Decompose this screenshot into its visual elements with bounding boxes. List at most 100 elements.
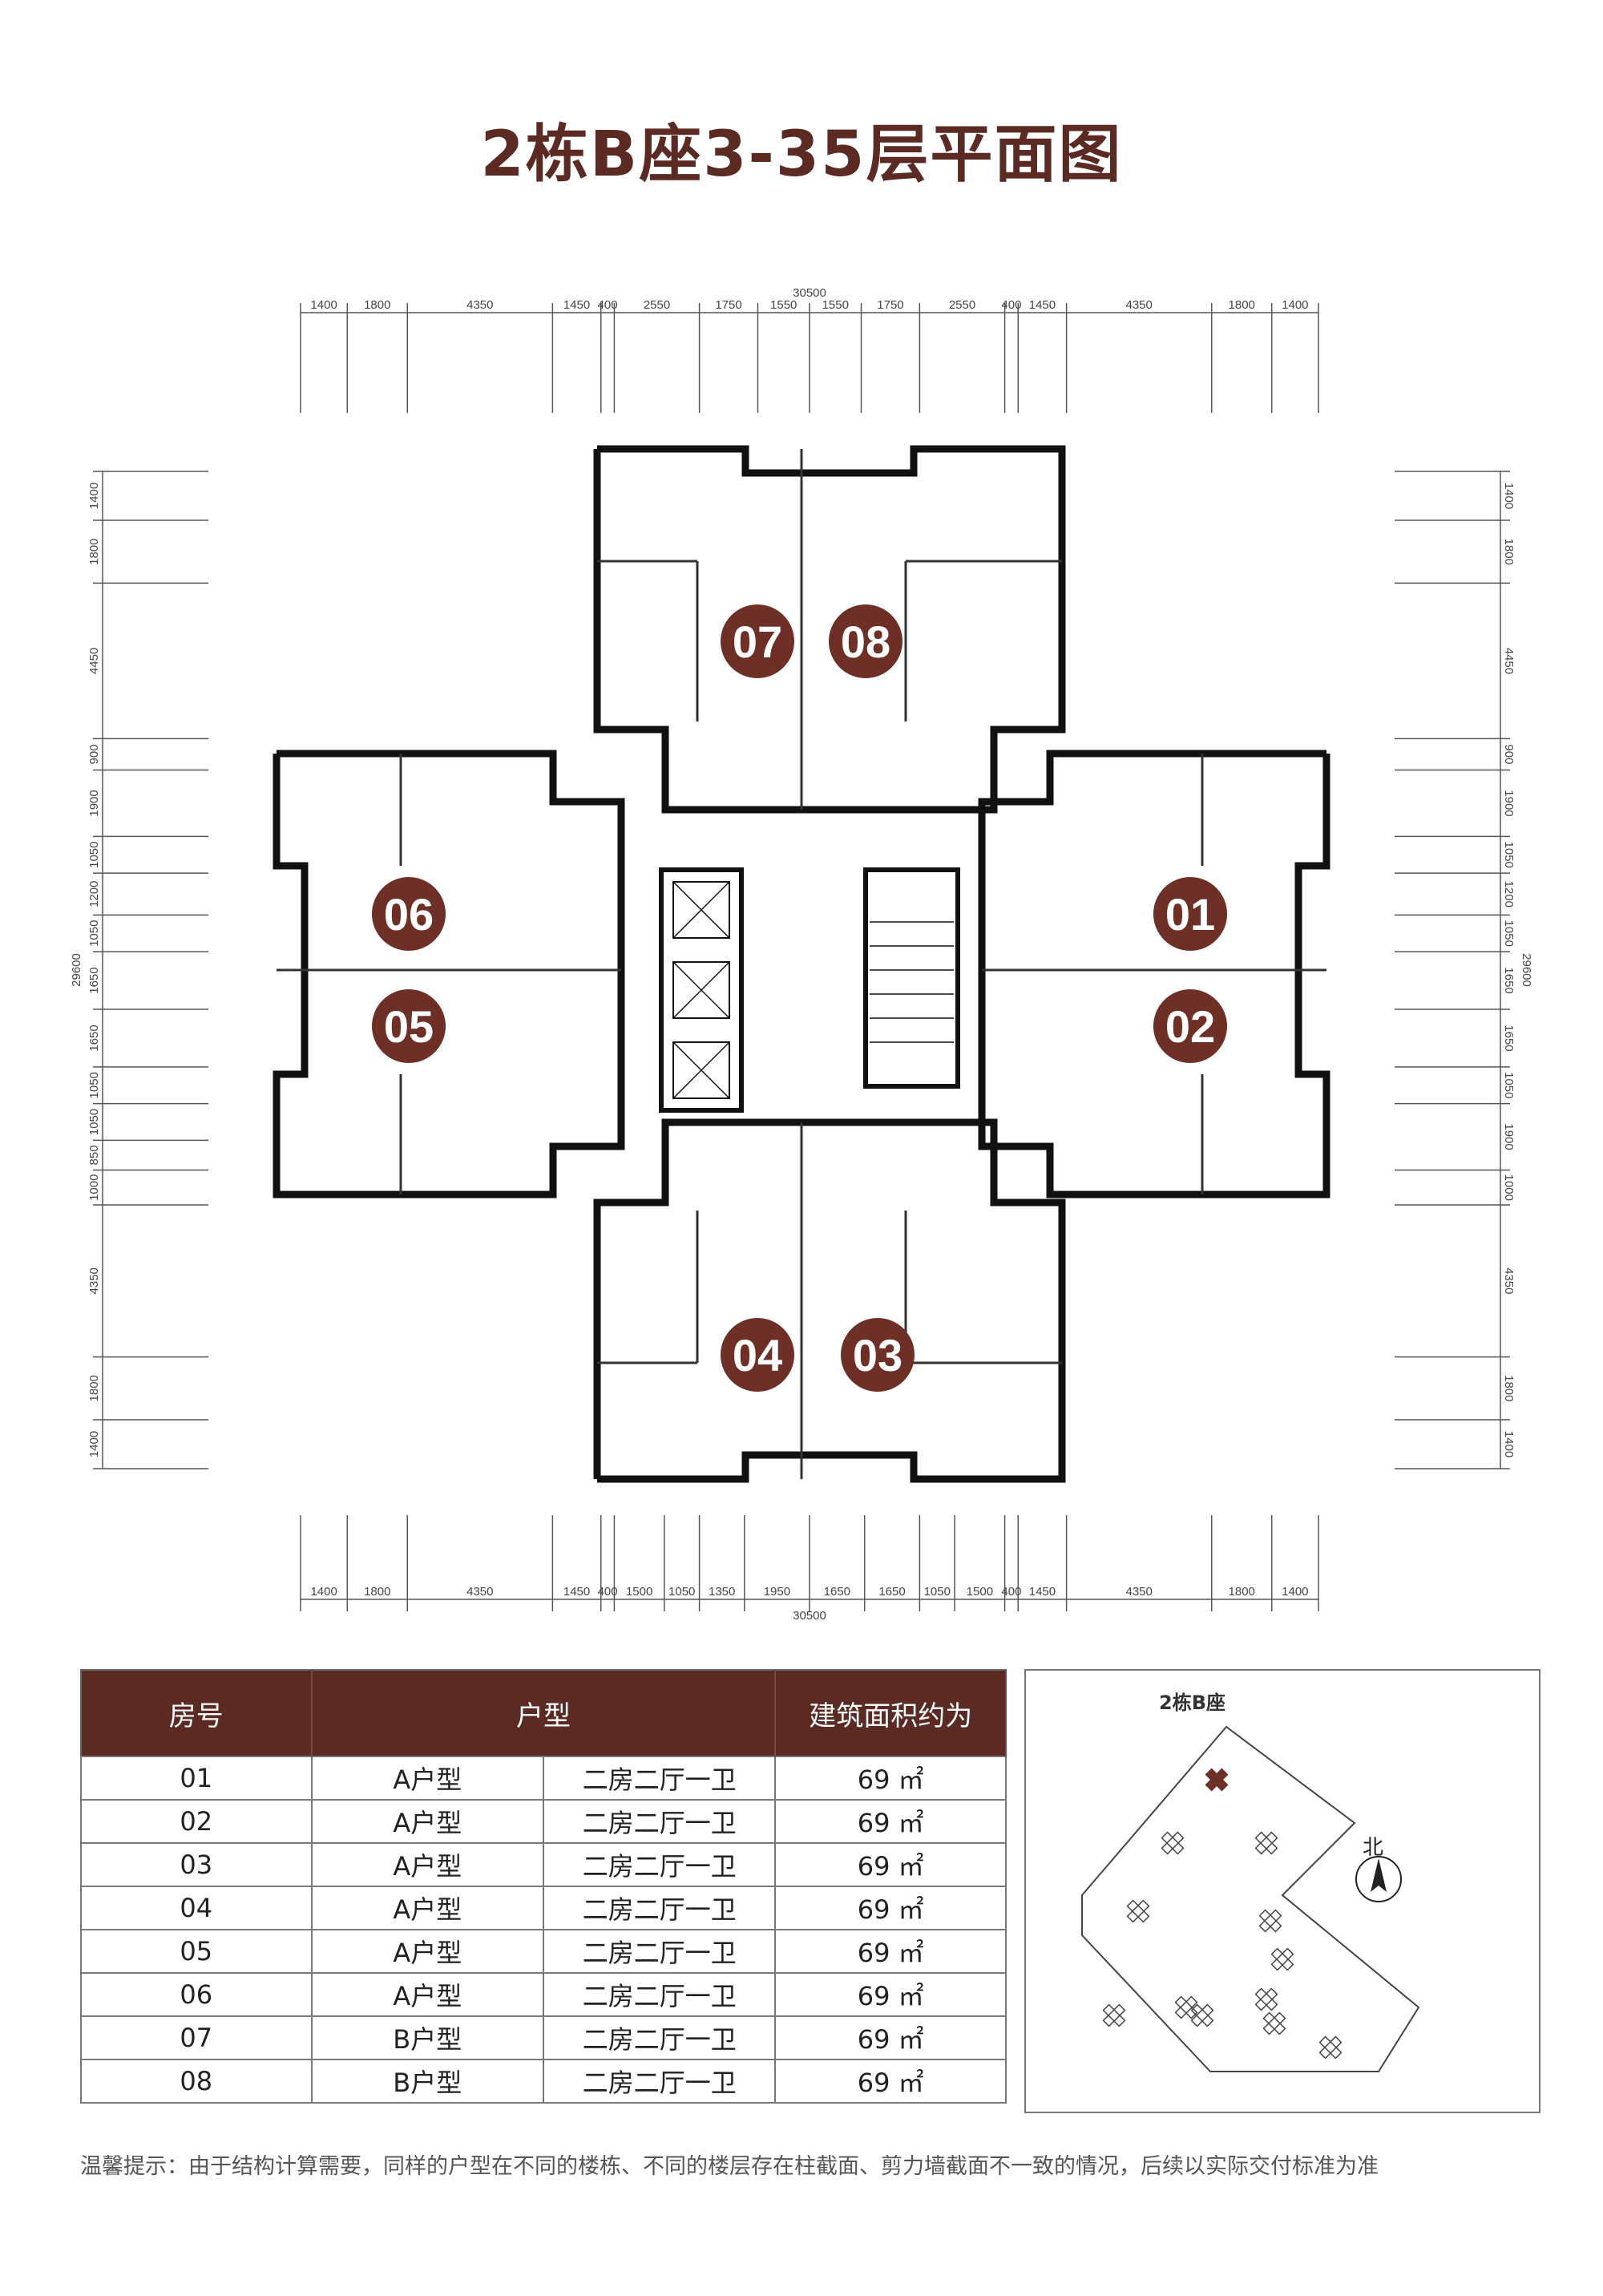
- dimension-label: 1950: [764, 1585, 790, 1599]
- layout-cell: 二房二厅一卫: [542, 2059, 777, 2104]
- unit-marker-07: 07: [721, 604, 794, 678]
- room-cell: 05: [80, 1929, 313, 1974]
- unit-marker-03: 03: [841, 1318, 915, 1392]
- svg-text:06: 06: [384, 889, 434, 940]
- area-cell: 69 ㎡: [774, 2059, 1007, 2104]
- dimension-label: 1650: [878, 1585, 905, 1599]
- area-cell: 69 ㎡: [774, 1929, 1007, 1974]
- dimension-label: 1400: [310, 1585, 337, 1599]
- dimension-label: 1050: [87, 1109, 101, 1135]
- type-cell: B户型: [310, 2059, 544, 2104]
- site-building-label: 2栋B座: [1159, 1692, 1225, 1714]
- area-cell: 69 ㎡: [774, 1756, 1007, 1801]
- dimension-label: 1050: [87, 920, 101, 947]
- dimension-label: 2550: [644, 298, 670, 312]
- unit-marker-06: 06: [372, 877, 446, 951]
- dimension-label: 1800: [87, 1375, 101, 1401]
- dimension-label: 1000: [87, 1174, 101, 1201]
- dimension-label: 1650: [87, 967, 101, 993]
- dimension-label: 1450: [1029, 1585, 1056, 1599]
- dimension-label: 1400: [1502, 1431, 1516, 1457]
- dimension-label: 1400: [1282, 1585, 1308, 1599]
- dimension-label: 4350: [466, 298, 493, 312]
- type-cell: A户型: [310, 1842, 544, 1887]
- dimension-label: 400: [598, 1585, 618, 1599]
- dimension-label: 1050: [924, 1585, 951, 1599]
- dimension-label: 1400: [1282, 298, 1308, 312]
- type-cell: B户型: [310, 2015, 544, 2060]
- dimension-label: 1800: [1502, 1375, 1516, 1401]
- dimension-label: 1200: [87, 881, 101, 907]
- site-plan: 2栋B座 北: [1024, 1669, 1540, 2113]
- svg-text:05: 05: [384, 1001, 434, 1052]
- dimension-label: 4450: [87, 648, 101, 674]
- header-type: 户型: [311, 1670, 777, 1756]
- type-cell: A户型: [310, 1929, 544, 1974]
- site-building: [1270, 1947, 1294, 1971]
- svg-text:03: 03: [853, 1330, 902, 1380]
- unit-marker-02: 02: [1153, 989, 1227, 1063]
- svg-text:04: 04: [733, 1330, 782, 1380]
- dimension-label: 1750: [715, 298, 741, 312]
- dimension-label: 900: [87, 744, 101, 764]
- dimension-label: 1800: [1502, 539, 1516, 565]
- dimension-label: 1650: [1502, 1025, 1516, 1051]
- dimension-label: 1500: [626, 1585, 652, 1599]
- dimension-label: 1800: [364, 298, 390, 312]
- site-building: [1102, 2003, 1126, 2027]
- north-label: 北: [1363, 1836, 1384, 1860]
- dimension-label: 1900: [87, 790, 101, 816]
- dimension-label: 4350: [1126, 1585, 1153, 1599]
- type-cell: A户型: [310, 1799, 544, 1844]
- site-building: [1254, 1831, 1278, 1855]
- dimension-label: 1650: [1502, 967, 1516, 993]
- header-area: 建筑面积约为: [775, 1670, 1007, 1756]
- dimension-label: 400: [1001, 1585, 1021, 1599]
- unit-marker-01: 01: [1153, 877, 1227, 951]
- layout-cell: 二房二厅一卫: [542, 1972, 777, 2017]
- dimension-label: 1050: [1502, 842, 1516, 868]
- dimension-label: 1900: [1502, 1123, 1516, 1150]
- dimension-label: 1800: [1229, 298, 1255, 312]
- overall-dimension-label: 30500: [793, 1609, 826, 1623]
- layout-cell: 二房二厅一卫: [542, 1886, 777, 1930]
- type-cell: A户型: [310, 1972, 544, 2017]
- dimension-label: 1500: [967, 1585, 993, 1599]
- dimension-label: 4350: [1126, 298, 1153, 312]
- core: [659, 867, 960, 1113]
- area-cell: 69 ㎡: [774, 1886, 1007, 1930]
- dimension-label: 1750: [877, 298, 903, 312]
- room-cell: 02: [80, 1799, 313, 1844]
- dimension-label: 1400: [87, 483, 101, 509]
- dimension-label: 400: [1001, 298, 1021, 312]
- dimension-label: 4350: [87, 1267, 101, 1294]
- site-building: [1258, 1909, 1282, 1933]
- dimension-label: 1900: [1502, 790, 1516, 816]
- svg-text:08: 08: [841, 616, 890, 667]
- dimension-label: 1450: [563, 1585, 590, 1599]
- area-cell: 69 ㎡: [774, 1842, 1007, 1887]
- dimension-label: 1650: [824, 1585, 850, 1599]
- dimension-label: 4350: [466, 1585, 493, 1599]
- dimension-label: 4450: [1502, 648, 1516, 674]
- unit-marker-04: 04: [721, 1318, 794, 1392]
- dimension-label: 1650: [87, 1025, 101, 1051]
- dimension-label: 1800: [1229, 1585, 1255, 1599]
- dimension-label: 1400: [87, 1431, 101, 1457]
- layout-cell: 二房二厅一卫: [542, 1799, 777, 1844]
- header-room: 房号: [81, 1670, 313, 1756]
- dimension-label: 1200: [1502, 881, 1516, 907]
- page-title: 2栋B座3-35层平面图: [480, 119, 1123, 191]
- building-outline: [273, 445, 1330, 1483]
- area-cell: 69 ㎡: [774, 2015, 1007, 2060]
- dimension-label: 1450: [563, 298, 590, 312]
- room-cell: 07: [80, 2015, 313, 2060]
- svg-text:02: 02: [1165, 1001, 1215, 1052]
